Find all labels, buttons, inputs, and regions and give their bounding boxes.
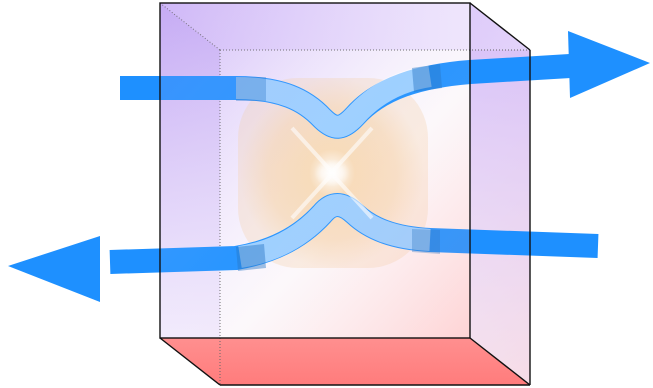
cube-bottom-face — [160, 338, 530, 385]
arrow-left-icon — [8, 236, 100, 302]
cube-front-faces — [160, 3, 470, 338]
cube-visible-edges — [159, 2, 531, 386]
arrow-right-icon — [568, 31, 650, 98]
